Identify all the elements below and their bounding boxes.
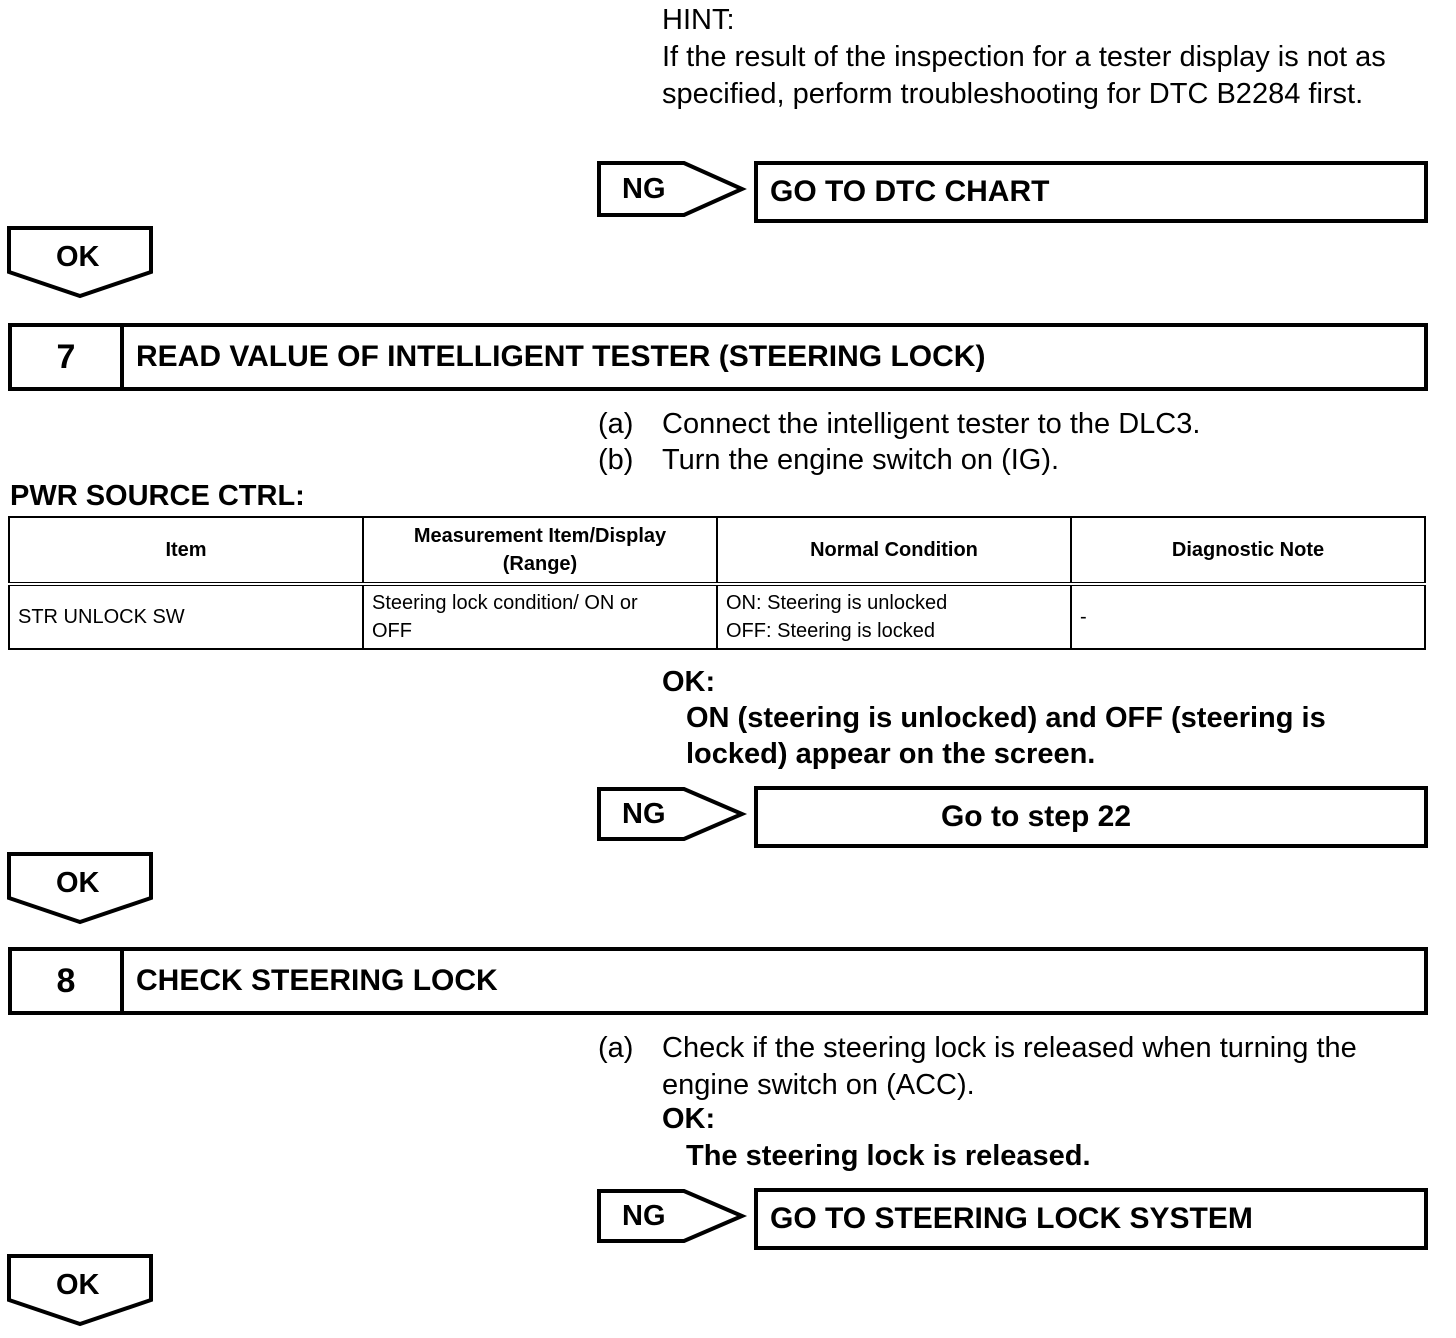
step-7-ok-heading: OK: bbox=[662, 666, 716, 698]
step-7-header: 7 READ VALUE OF INTELLIGENT TESTER (STEE… bbox=[8, 323, 1428, 391]
step-7-number: 7 bbox=[12, 327, 124, 387]
step-8-number: 8 bbox=[12, 951, 124, 1011]
step-8-header: 8 CHECK STEERING LOCK bbox=[8, 947, 1428, 1015]
go-to-steering-lock-system-box[interactable]: GO TO STEERING LOCK SYSTEM bbox=[754, 1188, 1428, 1250]
table-caption: PWR SOURCE CTRL: bbox=[10, 480, 305, 512]
table-row: STR UNLOCK SW Steering lock condition/ O… bbox=[8, 583, 1426, 650]
ok-arrow-1: OK bbox=[7, 226, 153, 299]
cell-item: STR UNLOCK SW bbox=[8, 583, 364, 650]
header-measurement: Measurement Item/Display (Range) bbox=[362, 516, 718, 586]
hint-text-line1: If the result of the inspection for a te… bbox=[662, 41, 1386, 73]
step-8-ok-heading: OK: bbox=[662, 1103, 716, 1135]
step-7-title: READ VALUE OF INTELLIGENT TESTER (STEERI… bbox=[136, 340, 986, 373]
ng-arrow-3: NG bbox=[597, 1189, 748, 1243]
go-to-dtc-chart-label: GO TO DTC CHART bbox=[770, 175, 1050, 208]
ng-arrow-2: NG bbox=[597, 787, 748, 841]
go-to-dtc-chart-box[interactable]: GO TO DTC CHART bbox=[754, 161, 1428, 223]
ok-label-1: OK bbox=[56, 241, 100, 273]
step-8-ok-text: The steering lock is released. bbox=[686, 1140, 1091, 1172]
go-to-step-22-box[interactable]: Go to step 22 bbox=[754, 786, 1428, 848]
header-item: Item bbox=[8, 516, 364, 586]
cell-diagnostic-note: - bbox=[1070, 583, 1426, 650]
step-8-instruction-a-line2: engine switch on (ACC). bbox=[662, 1069, 975, 1101]
cell-normal-condition: ON: Steering is unlocked OFF: Steering i… bbox=[716, 583, 1072, 650]
step-8-instruction-a-line1: Check if the steering lock is released w… bbox=[662, 1032, 1357, 1064]
data-list-table: Item Measurement Item/Display (Range) No… bbox=[8, 516, 1426, 650]
ok-label-3: OK bbox=[56, 1269, 100, 1301]
ok-label-2: OK bbox=[56, 867, 100, 899]
hint-label: HINT: bbox=[662, 4, 735, 36]
step-7-instruction-a-marker: (a) bbox=[598, 408, 634, 440]
ng-arrow-1: NG bbox=[597, 161, 747, 217]
step-8-title: CHECK STEERING LOCK bbox=[136, 964, 498, 997]
step-8-instruction-a-marker: (a) bbox=[598, 1032, 634, 1064]
step-7-instruction-b-text: Turn the engine switch on (IG). bbox=[662, 444, 1060, 476]
step-7-ok-line2: locked) appear on the screen. bbox=[686, 738, 1096, 770]
ng-label-2: NG bbox=[622, 798, 666, 830]
cell-measurement: Steering lock condition/ ON or OFF bbox=[362, 583, 718, 650]
ng-label-3: NG bbox=[622, 1200, 666, 1232]
go-to-steering-lock-system-label: GO TO STEERING LOCK SYSTEM bbox=[770, 1202, 1253, 1235]
ng-label-1: NG bbox=[622, 173, 666, 205]
table-header-row: Item Measurement Item/Display (Range) No… bbox=[8, 516, 1426, 586]
ok-arrow-2: OK bbox=[7, 852, 153, 925]
ok-arrow-3: OK bbox=[7, 1254, 153, 1327]
hint-text-line2: specified, perform troubleshooting for D… bbox=[662, 78, 1364, 110]
go-to-step-22-label: Go to step 22 bbox=[940, 800, 1132, 833]
header-diagnostic-note: Diagnostic Note bbox=[1070, 516, 1426, 586]
header-normal-condition: Normal Condition bbox=[716, 516, 1072, 586]
step-7-instruction-b-marker: (b) bbox=[598, 444, 634, 476]
step-7-instruction-a-text: Connect the intelligent tester to the DL… bbox=[662, 408, 1201, 440]
step-7-ok-line1: ON (steering is unlocked) and OFF (steer… bbox=[686, 702, 1326, 734]
